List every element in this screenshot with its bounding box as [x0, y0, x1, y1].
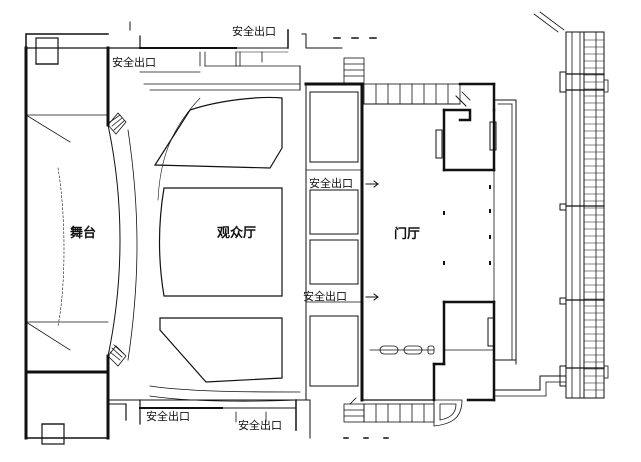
exit-label-bottom-left: 安全出口 — [146, 410, 190, 423]
exit-label-upper-left: 安全出口 — [112, 56, 156, 69]
bottom-corridor — [107, 399, 389, 439]
exit-label-top: 安全出口 — [232, 25, 276, 38]
exit-label-mid-upper: 安全出口 — [309, 177, 353, 190]
exit-label-bottom: 安全出口 — [238, 419, 282, 432]
right-building — [533, 11, 609, 399]
lobby-label: 门厅 — [394, 227, 421, 242]
stage-label: 舞台 — [70, 226, 97, 241]
side-rooms — [304, 82, 379, 402]
auditorium-label: 观众厅 — [217, 226, 257, 241]
top-corridor — [107, 21, 377, 91]
auditorium-seating — [127, 96, 301, 402]
stage-area-walls — [24, 33, 127, 445]
exit-label-mid-lower: 安全出口 — [303, 290, 347, 303]
lobby-walls — [343, 57, 567, 427]
